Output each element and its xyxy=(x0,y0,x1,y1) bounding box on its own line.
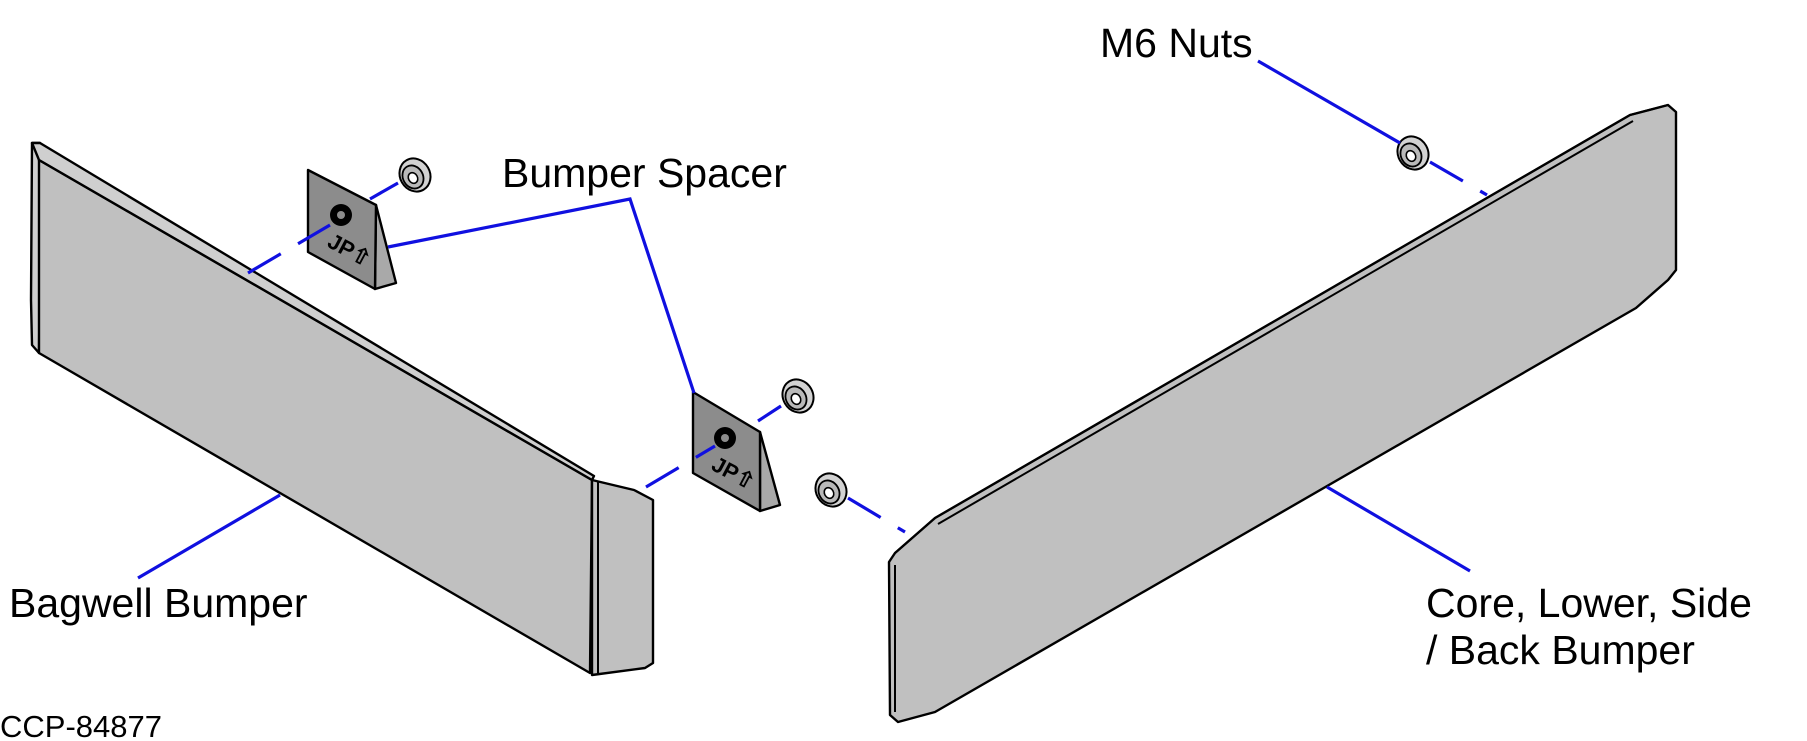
leader-m6-nuts xyxy=(1257,59,1401,145)
centerline-right-nut xyxy=(1429,160,1488,197)
bagwell-bumper-part xyxy=(29,141,655,677)
assembly-centerlines xyxy=(247,160,1488,534)
leader-bumper-spacer xyxy=(387,197,696,394)
bumper-spacer-upper: JP⇧ xyxy=(306,168,398,291)
leader-bagwell-bumper xyxy=(137,493,281,580)
m6-nut-middle xyxy=(781,378,815,414)
bumper-spacer-lower: JP⇧ xyxy=(691,390,782,513)
label-bagwell-bumper: Bagwell Bumper xyxy=(9,580,308,626)
centerline-lower-spacer xyxy=(645,444,716,489)
label-core-bumper-line1: Core, Lower, Side xyxy=(1426,580,1752,626)
leader-core-bumper xyxy=(1326,485,1471,573)
centerline-upper-spacer xyxy=(247,223,331,275)
m6-nut-lower xyxy=(814,472,848,508)
label-m6-nuts: M6 Nuts xyxy=(1100,20,1253,66)
m6-nut-upper-left xyxy=(398,157,432,193)
centerline-upper-nut xyxy=(369,181,399,201)
centerline-middle-nut xyxy=(847,496,906,534)
figure-id: CCP-84877 xyxy=(0,709,162,741)
leader-lines xyxy=(137,59,1471,580)
label-core-bumper-line2: / Back Bumper xyxy=(1426,627,1695,673)
label-bumper-spacer: Bumper Spacer xyxy=(502,150,787,196)
core-bumper-part xyxy=(887,103,1678,724)
centerline-lower-nut xyxy=(757,404,782,423)
m6-nut-upper-right xyxy=(1396,135,1430,171)
